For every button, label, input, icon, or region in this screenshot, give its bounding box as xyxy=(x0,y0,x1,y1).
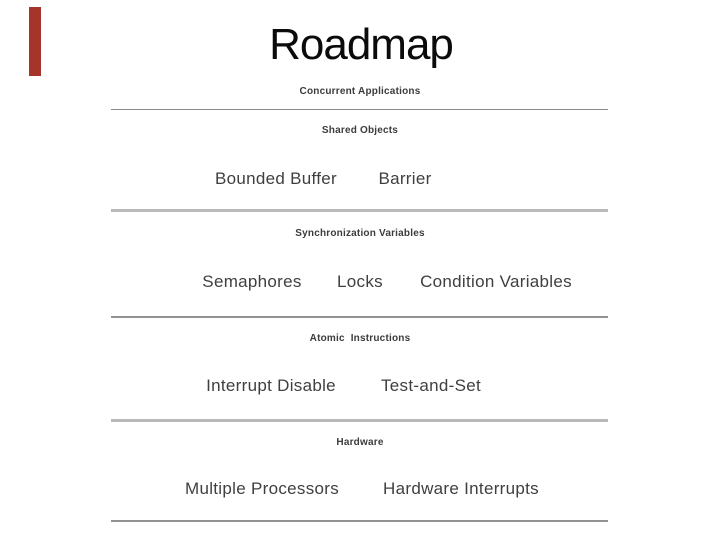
divider-line-1 xyxy=(111,109,608,110)
item-interrupt-disable: Interrupt Disable xyxy=(206,376,336,395)
layer-caption-atomic-instructions: Atomic Instructions xyxy=(309,333,411,344)
divider-line-3 xyxy=(111,316,608,318)
item-semaphores: Semaphores xyxy=(202,272,302,291)
item-barrier: Barrier xyxy=(378,169,432,188)
layer-caption-shared-objects: Shared Objects xyxy=(321,125,399,136)
divider-line-4 xyxy=(111,419,608,422)
divider-line-5 xyxy=(111,520,608,522)
divider-line-2 xyxy=(111,209,608,212)
item-hardware-interrupts: Hardware Interrupts xyxy=(383,479,539,498)
layer-caption-concurrent-applications: Concurrent Applications xyxy=(299,86,421,97)
accent-bar xyxy=(29,7,41,76)
item-multiple-processors: Multiple Processors xyxy=(184,479,340,498)
item-condition-variables: Condition Variables xyxy=(420,272,572,291)
item-locks: Locks xyxy=(337,272,383,291)
layer-caption-hardware: Hardware xyxy=(336,437,384,448)
slide-title: Roadmap xyxy=(269,20,454,69)
item-bounded-buffer: Bounded Buffer xyxy=(214,169,338,188)
item-test-and-set: Test-and-Set xyxy=(381,376,481,395)
layer-caption-synchronization-variables: Synchronization Variables xyxy=(295,228,425,239)
